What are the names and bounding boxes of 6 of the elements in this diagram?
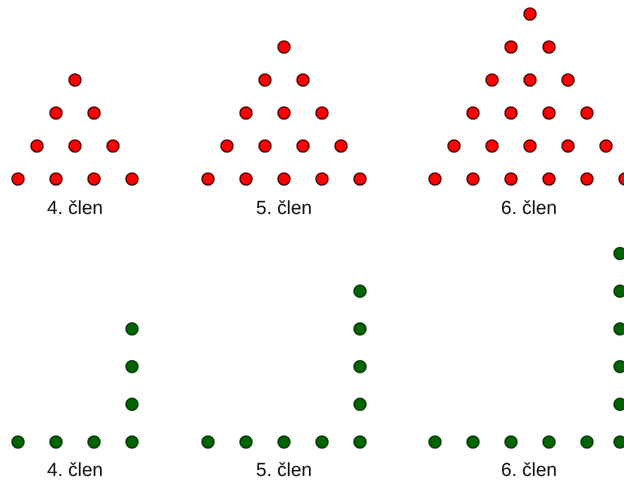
term-label: 6. člen <box>501 460 557 482</box>
term-label: 5. člen <box>256 198 312 220</box>
term-label: 4. člen <box>47 198 103 220</box>
term-label: 6. člen <box>501 198 557 220</box>
term-label: 4. člen <box>47 460 103 482</box>
term-label: 5. člen <box>256 460 312 482</box>
